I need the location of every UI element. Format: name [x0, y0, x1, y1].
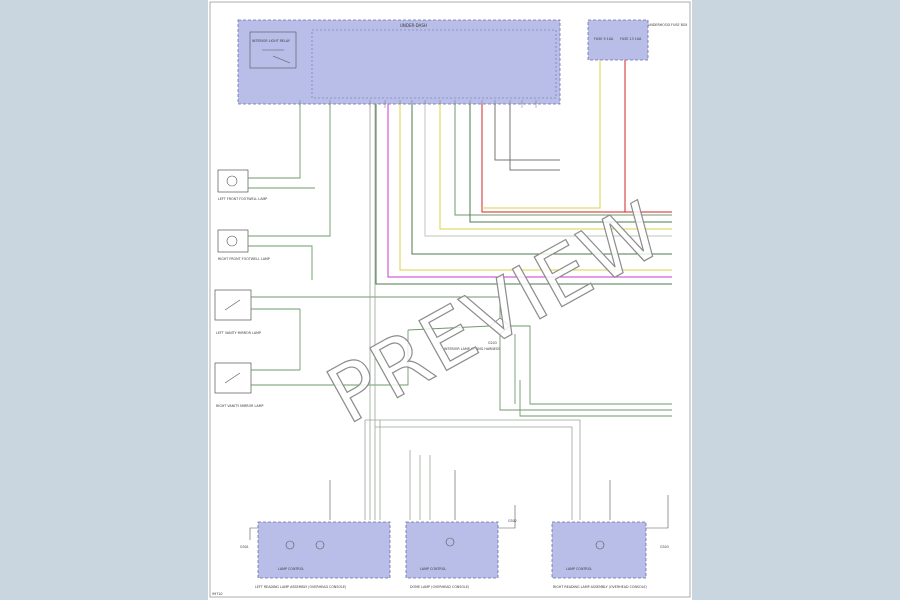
- preview-watermark: PREVIEW: [313, 185, 678, 442]
- vanity-left-switch: [224, 299, 241, 311]
- lamp-front-left-bulb: [226, 175, 238, 187]
- vanity-right-switch: [224, 372, 241, 384]
- lamp-front-right-bulb: [226, 235, 238, 247]
- body-control-module: [237, 19, 561, 105]
- lamp-module-1-label: LEFT READING LAMP ASSEMBLY (OVERHEAD CON…: [255, 585, 346, 589]
- lamp-ctrl-1: LAMP CONTROL: [278, 567, 304, 571]
- vanity-left: [214, 289, 252, 321]
- fuse-box-label: UNDERHOOD FUSE BOX: [648, 23, 688, 27]
- relay-box: [249, 31, 297, 69]
- fuse-a-label: FUSE 9 10A: [594, 37, 614, 41]
- lamp-module-1-bulb: [285, 540, 295, 550]
- mid-wires: [407, 296, 672, 417]
- ground-2-label: G302: [508, 519, 517, 523]
- ground-mid-label: G203: [488, 341, 497, 345]
- sheet-border: [209, 1, 691, 598]
- vanity-right-label: RIGHT VANITY MIRROR LAMP: [216, 404, 264, 408]
- lamp-front-left: [217, 169, 249, 193]
- vanity-right: [214, 362, 252, 394]
- lamp-module-2: [405, 521, 499, 579]
- lamp-module-1: [257, 521, 391, 579]
- vanity-left-label: LEFT VANITY MIRROR LAMP: [216, 331, 261, 335]
- ground-wires: [249, 470, 669, 540]
- ground-1-label: G301: [240, 545, 249, 549]
- module-inner-box: [311, 29, 557, 99]
- lamp-module-1-bulb-b: [315, 540, 325, 550]
- relay-label: INTERIOR LIGHT RELAY: [252, 39, 291, 43]
- lamp-ctrl-2: LAMP CONTROL: [420, 567, 446, 571]
- ground-3-label: G303: [660, 545, 669, 549]
- fuse-b-label: FUSE 13 10A: [620, 37, 642, 41]
- lamp-front-left-label: LEFT FRONT FOOTWELL LAMP: [218, 197, 267, 201]
- lamp-ctrl-3: LAMP CONTROL: [566, 567, 592, 571]
- module-title: UNDER-DASH: [400, 23, 427, 28]
- lamp-module-2-label: DOME LAMP (OVERHEAD CONSOLE): [410, 585, 469, 589]
- lamp-module-3: [551, 521, 647, 579]
- left-wires: [248, 104, 420, 386]
- lamp-module-3-label: RIGHT READING LAMP ASSEMBLY (OVERHEAD CO…: [553, 585, 647, 589]
- lower-wires: [364, 104, 581, 520]
- fuse-box: [587, 19, 649, 61]
- wire-bundle: [375, 60, 672, 285]
- lamp-front-right: [217, 229, 249, 253]
- lamp-module-3-bulb: [595, 540, 605, 550]
- page-id: 99710: [212, 592, 223, 596]
- relay-contact: [272, 55, 291, 64]
- mid-splice-label: INTERIOR LAMP WIRING HARNESS: [444, 347, 500, 351]
- lamp-front-right-label: RIGHT FRONT FOOTWELL LAMP: [218, 257, 270, 261]
- lamp-module-2-bulb: [445, 537, 455, 547]
